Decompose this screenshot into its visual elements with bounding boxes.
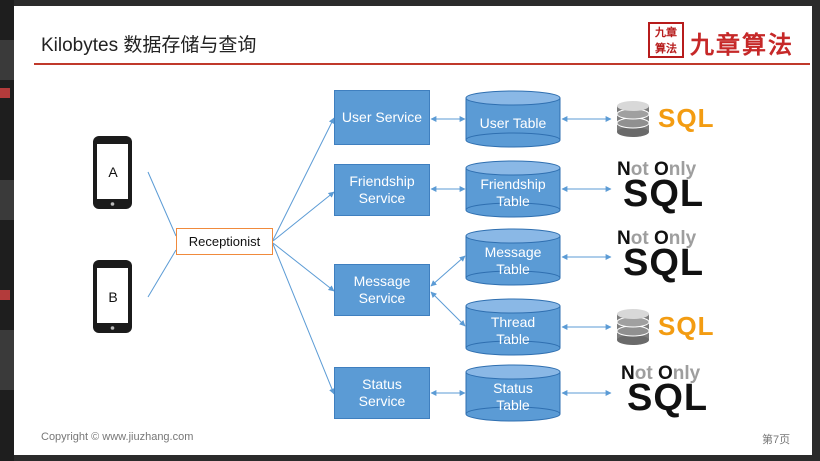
arrow-message-service-thread-table: [430, 291, 466, 327]
user-table-label: User Table: [479, 114, 547, 131]
message-table-cylinder: [465, 228, 561, 286]
background-panel: [0, 330, 14, 390]
nosql-letter: O: [653, 159, 669, 180]
background-red-marker: [0, 88, 10, 98]
thread-table-cylinder: [465, 298, 561, 356]
logo-wordmark: 九章算法: [690, 30, 794, 59]
arrow-message-service-table: [430, 255, 466, 287]
slide: Kilobytes 数据存储与查询 九 章 算 法 九章算法: [14, 6, 812, 455]
client-b-label: B: [108, 289, 118, 305]
seal-char: 算: [655, 42, 666, 55]
nosql-logo-sql: SQL: [627, 377, 709, 419]
status-service-node: Status Service: [334, 367, 430, 419]
user-table-cylinder: [465, 90, 561, 148]
arrow-receptionist-status-service: [272, 243, 335, 395]
seal-char: 章: [666, 26, 677, 39]
nosql-logo-tagline: Not Only: [617, 159, 696, 181]
nosql-logo: Not Only SQL: [617, 228, 727, 284]
thread-table-label: Thread Table: [490, 314, 536, 347]
background-panel: [0, 180, 14, 220]
arrow-receptionist-message-service: [272, 242, 335, 292]
nosql-logo-sql: SQL: [623, 242, 705, 284]
sql-logo-text: SQL: [658, 103, 715, 133]
nosql-logo: Not Only SQL: [621, 363, 731, 419]
nosql-letter: ot: [630, 159, 649, 180]
status-table-cylinder: [465, 364, 561, 422]
message-table-label: Message Table: [484, 244, 542, 277]
nosql-logo-tagline: Not Only: [617, 228, 696, 250]
friendship-table-label: Friendship Table: [480, 176, 546, 209]
nosql-letter: nly: [672, 363, 701, 384]
sql-database-icon: [616, 309, 650, 345]
arrow-receptionist-user-service: [272, 117, 335, 241]
status-service-label: Status Service: [358, 376, 406, 409]
user-service-node: User Service: [334, 90, 430, 145]
footer-copyright: Copyright © www.jiuzhang.com: [41, 431, 194, 443]
nosql-logo: Not Only SQL: [617, 159, 727, 215]
nosql-letter: N: [617, 159, 631, 180]
nosql-letter: O: [657, 363, 673, 384]
receptionist-node: Receptionist: [176, 228, 273, 255]
phone-a-icon: [93, 136, 132, 209]
receptionist-label: Receptionist: [188, 234, 261, 249]
nosql-letter: ot: [630, 228, 649, 249]
status-table-label: Status Table: [493, 380, 533, 413]
connector-layer: [93, 90, 650, 422]
arrow-receptionist-friendship-service: [272, 191, 335, 242]
friendship-table-cylinder: [465, 160, 561, 218]
nosql-letter: N: [621, 363, 635, 384]
background-red-marker: [0, 290, 10, 300]
message-service-label: Message Service: [353, 273, 411, 306]
message-service-node: Message Service: [334, 264, 430, 316]
nosql-letter: nly: [668, 159, 697, 180]
page-number: 第7页: [762, 434, 791, 446]
title-underline: [34, 63, 810, 65]
jiuzhang-logo: 九 章 算 法 九章算法: [648, 22, 808, 62]
seal-char: 九: [655, 26, 666, 39]
friendship-service-label: Friendship Service: [349, 173, 415, 206]
friendship-service-node: Friendship Service: [334, 164, 430, 216]
nosql-letter: ot: [634, 363, 653, 384]
user-service-label: User Service: [341, 109, 423, 125]
sql-database-icon: [616, 101, 650, 137]
background-window-strip: [0, 0, 14, 461]
slide-title: Kilobytes 数据存储与查询: [41, 35, 257, 56]
seal-char: 法: [666, 42, 677, 55]
nosql-logo-tagline: Not Only: [621, 363, 700, 385]
nosql-letter: N: [617, 228, 631, 249]
sql-logo-text: SQL: [658, 311, 715, 341]
client-a-label: A: [108, 164, 118, 180]
background-panel: [0, 40, 14, 80]
phone-b-icon: [93, 260, 132, 333]
nosql-letter: nly: [668, 228, 697, 249]
line-phone-a-receptionist: [147, 171, 177, 237]
nosql-letter: O: [653, 228, 669, 249]
logo-seal: 九 章 算 法: [648, 22, 684, 58]
nosql-logo-sql: SQL: [623, 173, 705, 215]
line-phone-b-receptionist: [147, 249, 177, 298]
